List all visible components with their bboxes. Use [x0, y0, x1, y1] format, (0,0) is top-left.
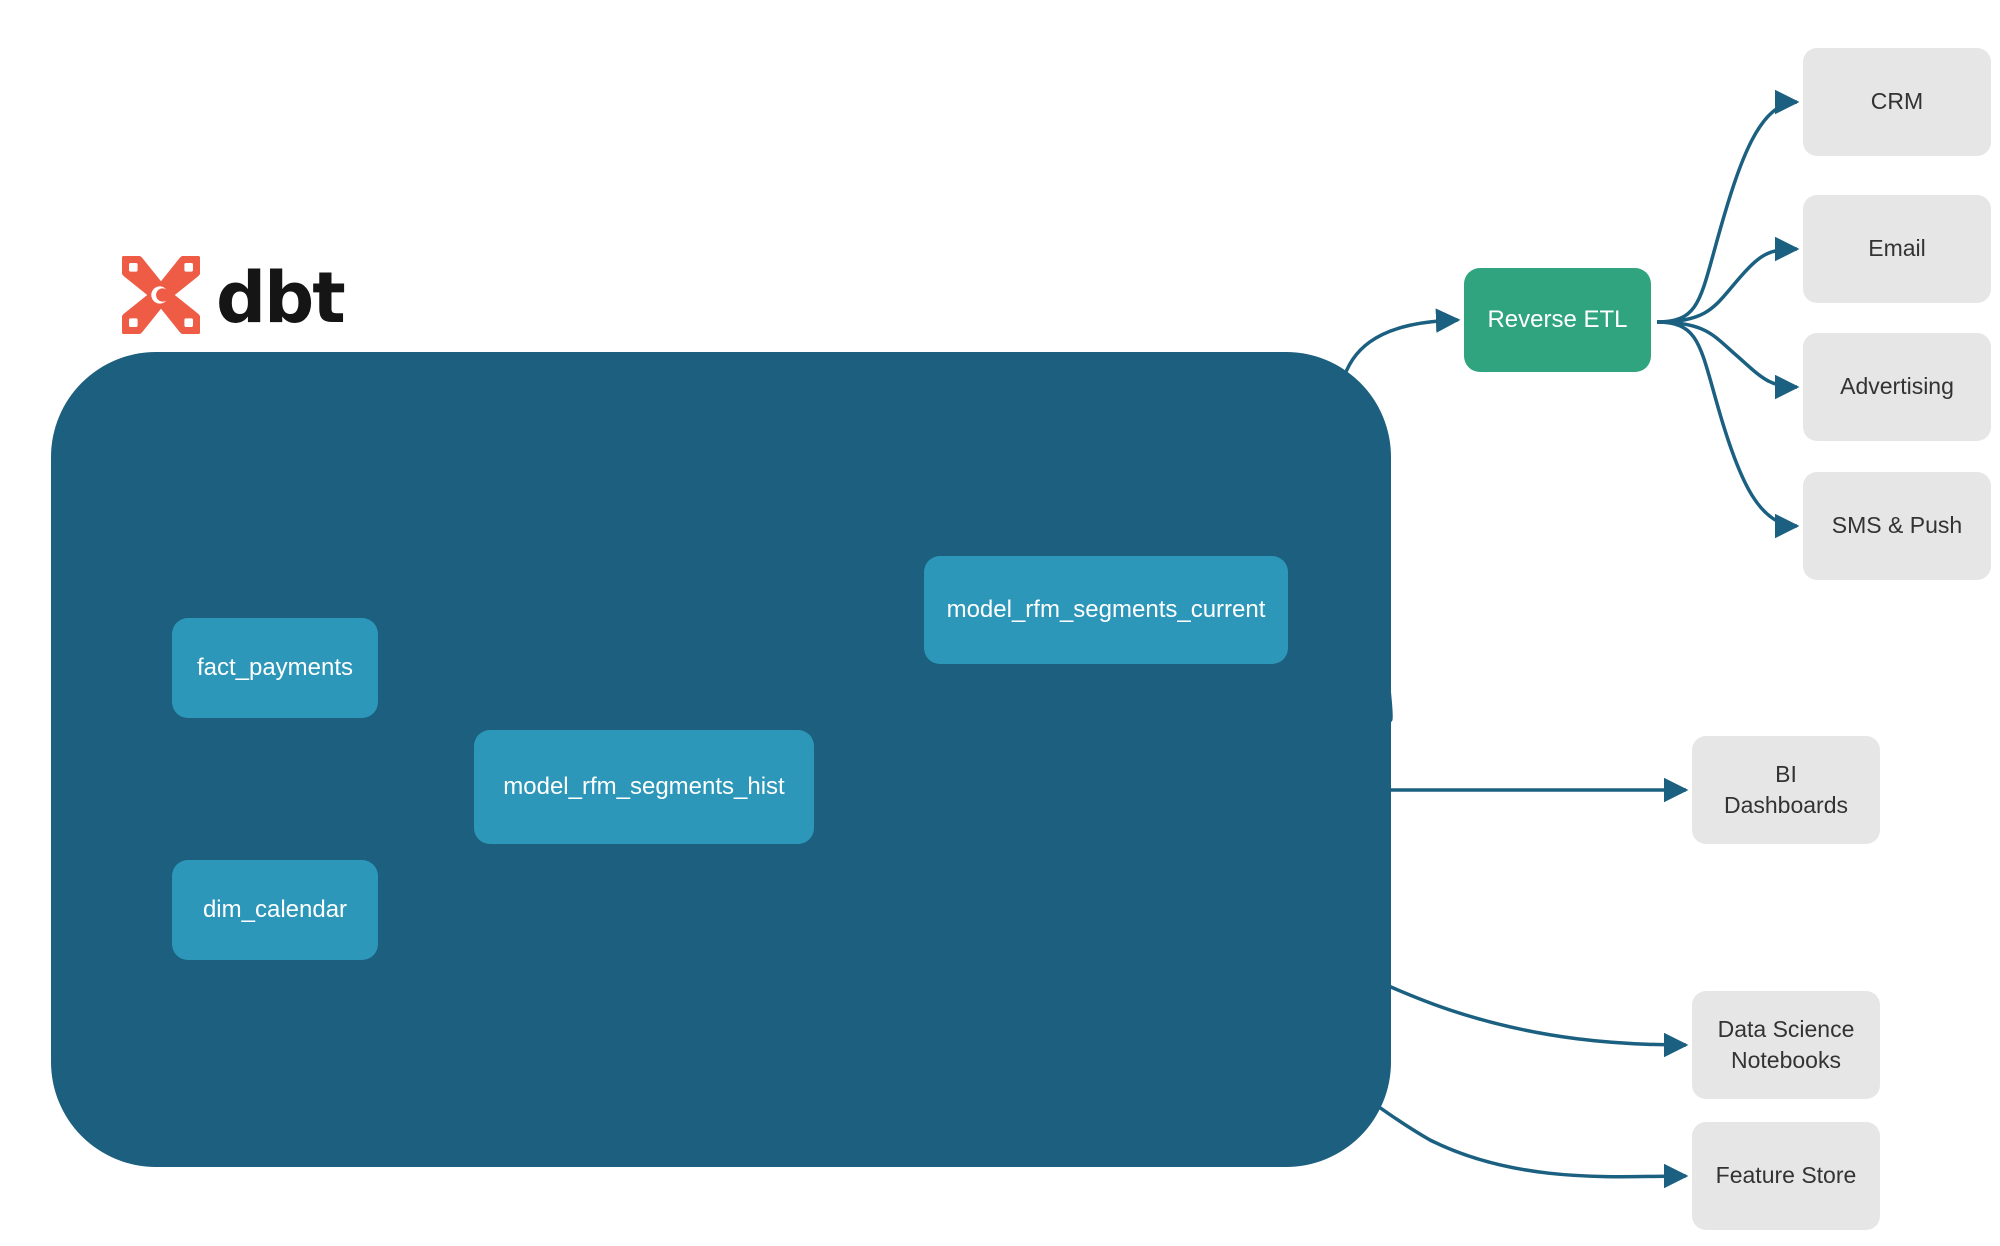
model-node-label: dim_calendar — [202, 896, 348, 923]
model-node-model-rfm-segments-current[interactable]: model_rfm_segments_current — [924, 556, 1288, 664]
model-node-fact-payments[interactable]: fact_payments — [172, 618, 378, 718]
dbt-wordmark: dbt — [216, 256, 346, 339]
destination-node-advertising[interactable]: Advertising — [1803, 333, 1991, 441]
dbt-brand-lockup: dbt — [119, 253, 346, 339]
edge-reverse-etl-to-advertising — [1656, 320, 1800, 400]
destination-node-label: BI Dashboards — [1723, 760, 1849, 818]
destination-node-email[interactable]: Email — [1803, 195, 1991, 303]
destination-node-label: Email — [1868, 235, 1926, 262]
edge-reverse-etl-to-email — [1656, 236, 1800, 324]
destination-node-feature-store[interactable]: Feature Store — [1692, 1122, 1880, 1230]
destination-node-label: CRM — [1870, 88, 1924, 115]
destination-node-label-line2: Notebooks — [1731, 1047, 1841, 1073]
model-node-label: model_rfm_segments_current — [946, 596, 1266, 623]
reverse-etl-label: Reverse ETL — [1487, 306, 1628, 333]
reverse-etl-node[interactable]: Reverse ETL — [1464, 268, 1651, 372]
destination-node-label: SMS & Push — [1831, 512, 1963, 539]
dbt-logo-icon — [119, 253, 203, 339]
edge-reverse-etl-to-sms-push — [1656, 320, 1800, 539]
destination-node-sms-push[interactable]: SMS & Push — [1803, 472, 1991, 580]
model-node-dim-calendar[interactable]: dim_calendar — [172, 860, 378, 960]
edge-reverse-etl-to-crm — [1656, 89, 1800, 324]
destination-node-crm[interactable]: CRM — [1803, 48, 1991, 156]
model-node-label: model_rfm_segments_hist — [503, 773, 785, 800]
destination-node-label-line1: Data Science — [1717, 1015, 1855, 1042]
destination-node-label: Feature Store — [1715, 1162, 1857, 1189]
destination-node-bi-dashboards[interactable]: BI Dashboards — [1692, 736, 1880, 844]
destination-node-label: Data Science Notebooks — [1718, 1014, 1855, 1076]
destination-node-label: Advertising — [1840, 373, 1954, 400]
model-node-label: fact_payments — [196, 654, 354, 681]
destination-node-ds-notebooks[interactable]: Data Science Notebooks — [1692, 991, 1880, 1099]
model-node-model-rfm-segments-hist[interactable]: model_rfm_segments_hist — [474, 730, 814, 844]
